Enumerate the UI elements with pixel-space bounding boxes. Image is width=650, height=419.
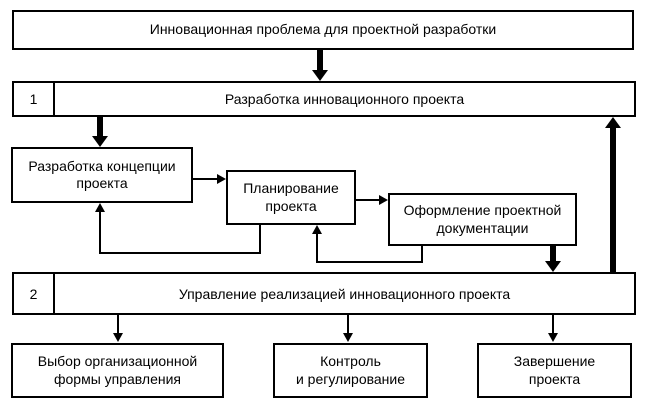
stage1-band: 1 Разработка инновационного проекта (12, 81, 636, 117)
arrow-stage2-to-org-form-head (113, 333, 123, 342)
feedback-documentation-to-planning-rise (316, 233, 318, 263)
arrow-documentation-to-stage2-head (545, 261, 561, 272)
arrow-planning-to-documentation-head (379, 195, 388, 205)
stage2-band: 2 Управление реализацией инновационного … (12, 272, 636, 315)
feedback-planning-to-concept-head (95, 203, 105, 212)
arrow-concept-to-planning-head (217, 174, 226, 184)
feedback-documentation-to-planning-drop (421, 246, 423, 263)
documentation-box: Оформление проектной документации (388, 193, 577, 246)
arrow-stage1-to-concept-head (92, 136, 108, 147)
arrow-stage2-to-control-line (347, 315, 349, 334)
stage2-number: 2 (14, 274, 55, 313)
feedback-planning-to-concept-drop (259, 225, 261, 254)
arrow-stage1-to-concept-shaft (97, 117, 103, 137)
arrow-stage2-to-control-head (343, 333, 353, 342)
arrow-documentation-to-stage2-shaft (550, 246, 556, 262)
arrow-stage2-to-completion-line (552, 315, 554, 334)
stage2-label: Управление реализацией инновационного пр… (178, 285, 511, 302)
stage1-number: 1 (14, 83, 55, 115)
stage1-label: Разработка инновационного проекта (224, 91, 465, 107)
concept-box: Разработка концепции проекта (11, 147, 193, 203)
control-box: Контроль и регулирование (273, 343, 428, 398)
arrow-problem-to-stage1-shaft (317, 50, 323, 71)
feedback-planning-to-concept-run (99, 252, 261, 254)
feedback-documentation-to-planning-head (312, 225, 322, 234)
arrow-problem-to-stage1-head (312, 70, 328, 81)
feedback-documentation-to-planning-run (316, 261, 423, 263)
feedback-planning-to-concept-rise (99, 211, 101, 254)
org-form-box: Выбор организационной формы управления (11, 343, 224, 398)
arrow-stage2-to-stage1-shaft (610, 127, 616, 272)
completion-box: Завершение проекта (477, 343, 632, 398)
arrow-stage2-to-org-form-line (117, 315, 119, 334)
arrow-stage2-to-stage1-head (605, 117, 621, 128)
arrow-planning-to-documentation-line (356, 199, 380, 201)
problem-box: Инновационная проблема для проектной раз… (12, 10, 634, 50)
arrow-concept-to-planning-line (193, 178, 218, 180)
planning-box: Планирование проекта (226, 170, 356, 225)
arrow-stage2-to-completion-head (548, 333, 558, 342)
